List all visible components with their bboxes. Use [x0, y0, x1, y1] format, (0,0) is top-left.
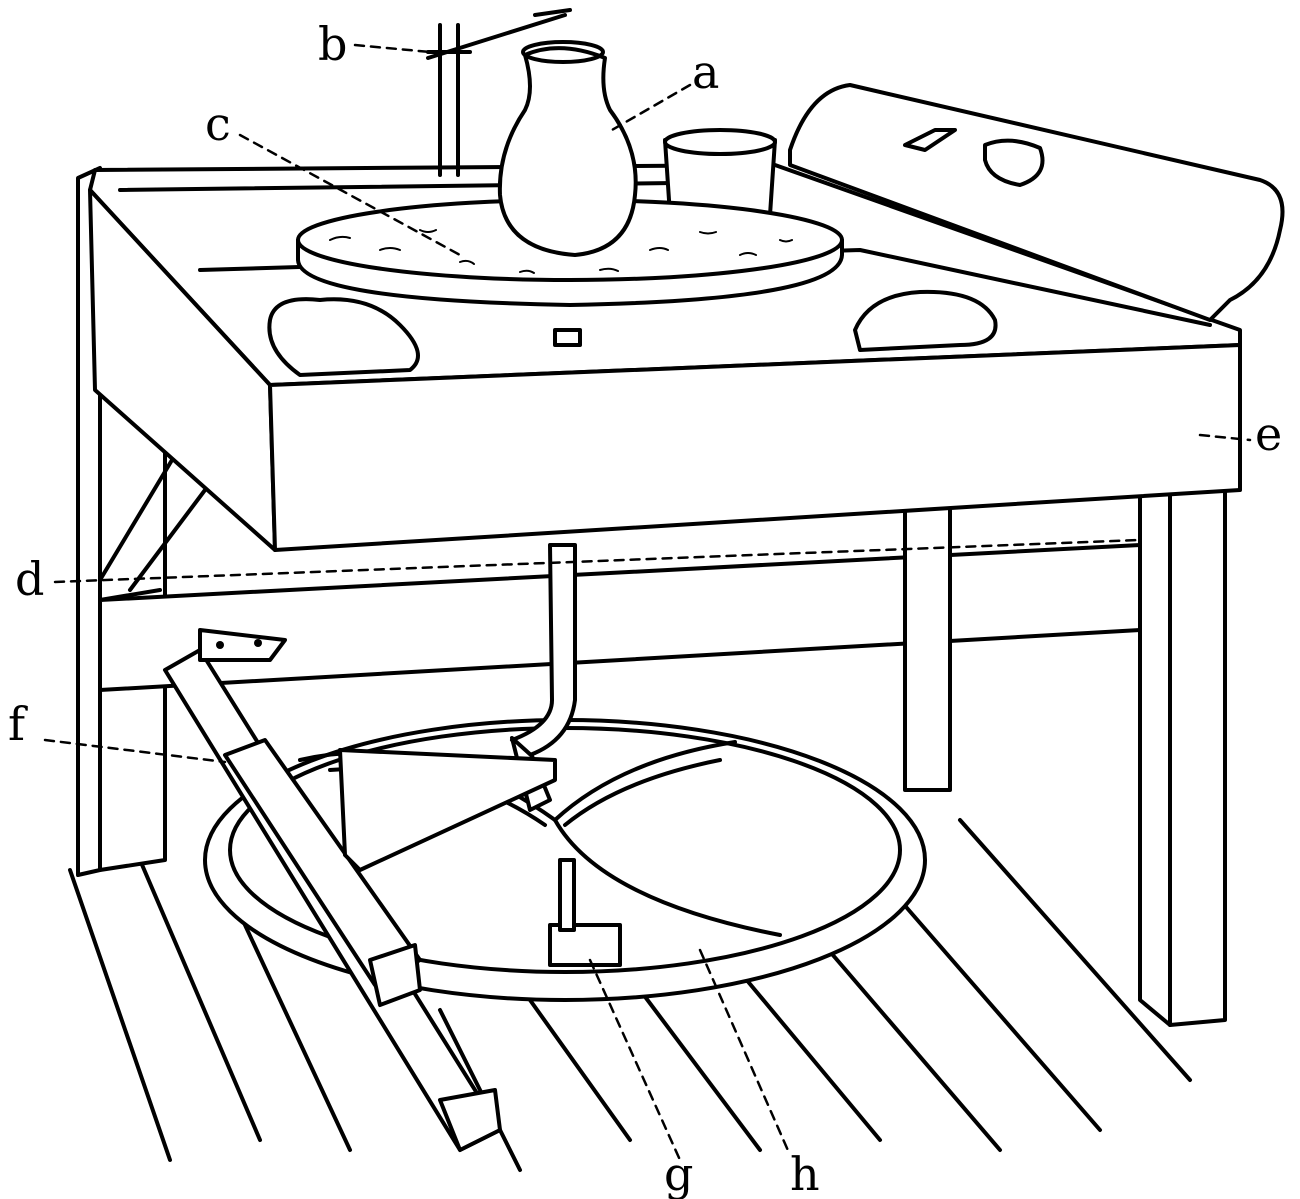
label-a: a [692, 45, 719, 99]
leader-d [53, 538, 1142, 584]
label-d: d [15, 552, 44, 606]
lower-rail [98, 543, 1142, 692]
label-e: e [1255, 407, 1282, 461]
right-legs [903, 483, 1227, 1027]
label-b: b [318, 17, 347, 71]
side-board [788, 83, 1285, 322]
leader-e [1198, 433, 1252, 442]
water-pot [663, 128, 777, 217]
vase [497, 40, 638, 257]
leader-g [588, 958, 682, 1162]
leader-a [610, 83, 692, 132]
label-g: g [664, 1147, 693, 1199]
gauge [426, 8, 572, 177]
leader-h [698, 948, 792, 1157]
leader-b [353, 43, 432, 54]
leader-c [238, 133, 462, 257]
label-h: h [790, 1147, 820, 1199]
labels: b a c d e f g h [8, 17, 1282, 1199]
label-f: f [8, 697, 28, 751]
treadle [163, 628, 557, 1152]
label-c: c [205, 97, 231, 151]
clay-lumps [267, 289, 998, 377]
leader-f [43, 738, 227, 764]
leader-lines [43, 43, 1252, 1162]
